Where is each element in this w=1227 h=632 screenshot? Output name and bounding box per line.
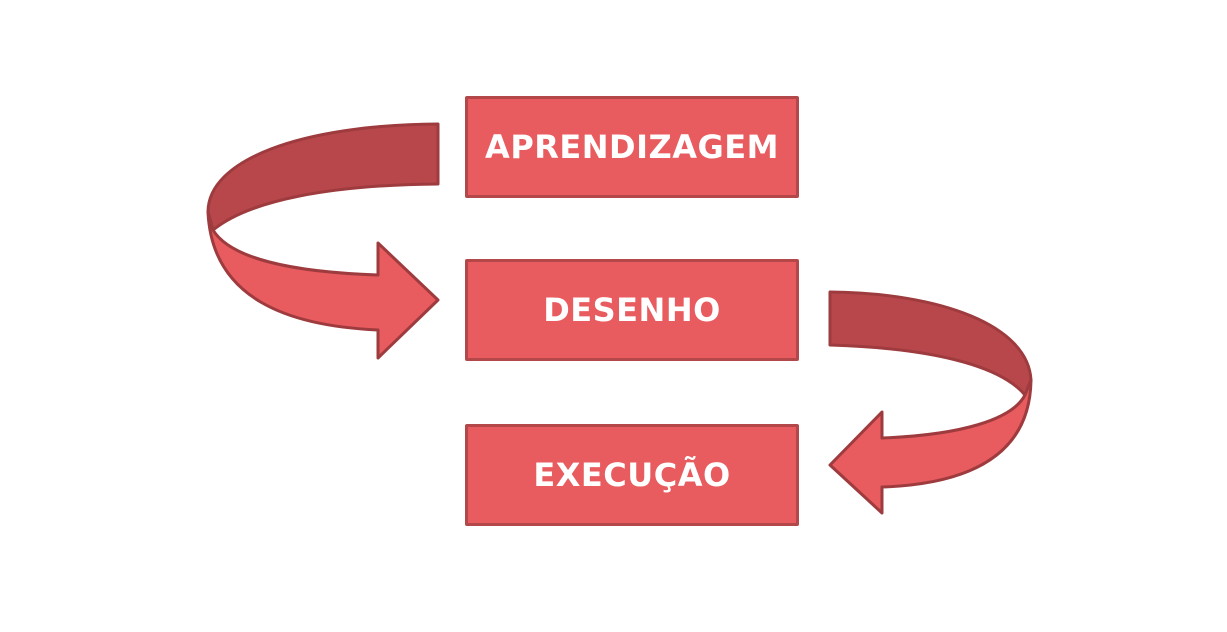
step-label: APRENDIZAGEM — [485, 128, 779, 166]
curved-arrow-left-front — [206, 210, 440, 360]
curved-arrow-right-back — [828, 290, 1033, 397]
step-label: EXECUÇÃO — [533, 456, 731, 494]
step-label: DESENHO — [543, 291, 721, 329]
step-box-aprendizagem: APRENDIZAGEM — [465, 96, 799, 198]
step-box-execucao: EXECUÇÃO — [465, 424, 799, 526]
curved-arrow-right-front — [828, 378, 1033, 515]
step-box-desenho: DESENHO — [465, 259, 799, 361]
